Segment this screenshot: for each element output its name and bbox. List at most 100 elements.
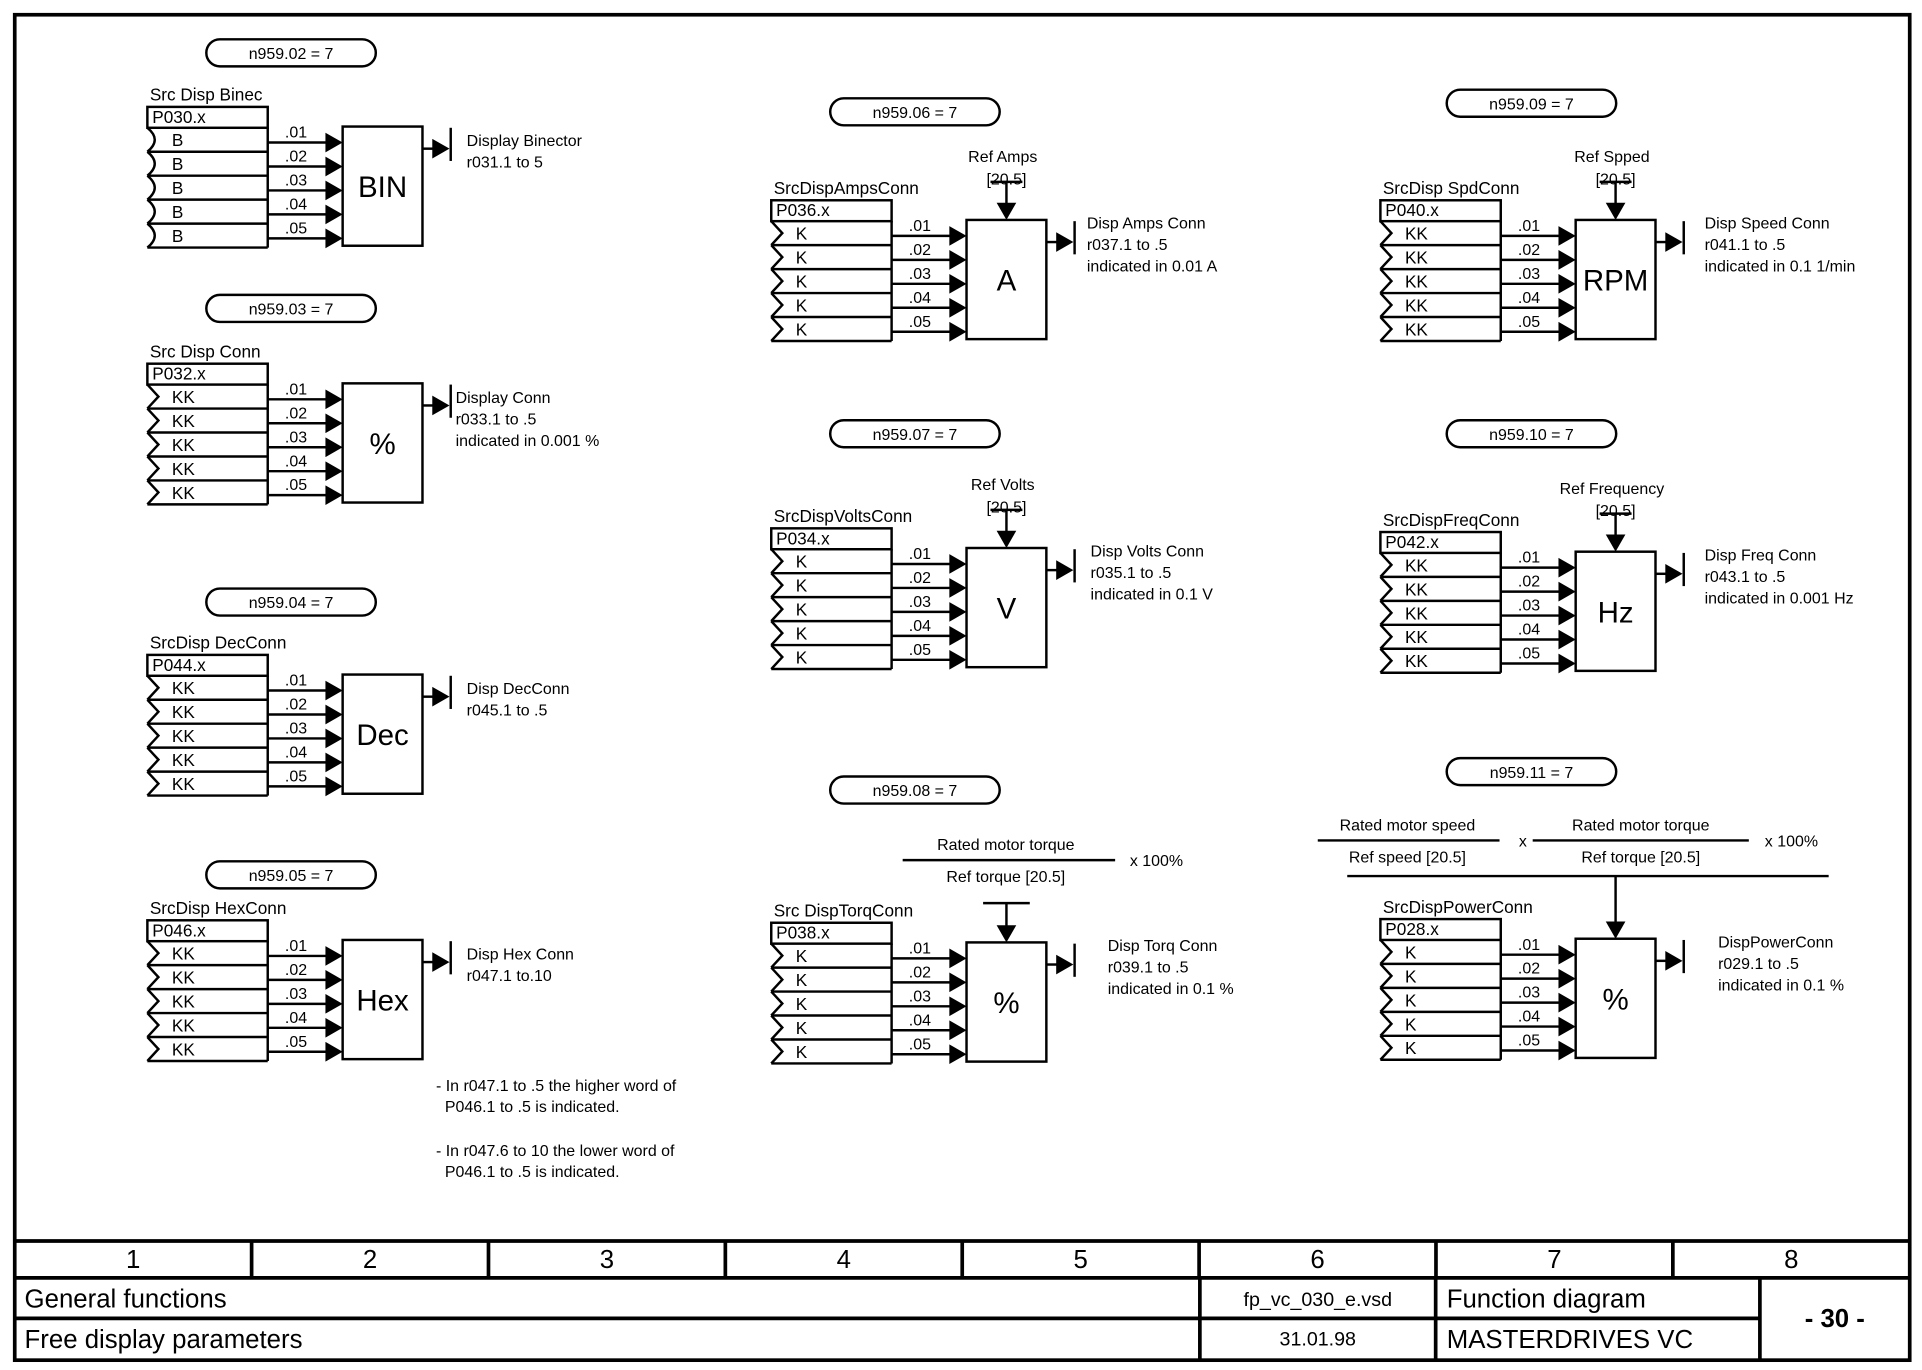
connector-connector-icon	[1379, 1011, 1394, 1037]
connector-connector-icon	[1379, 244, 1394, 270]
input-index-label: .03	[285, 986, 307, 1003]
connector-connector-icon	[770, 244, 784, 270]
parameter-box[interactable]	[770, 199, 893, 223]
input-type-label: KK	[1405, 603, 1428, 623]
binector-connector-icon	[146, 222, 156, 249]
parameter-box[interactable]	[146, 362, 269, 386]
arrowhead-icon	[949, 602, 967, 622]
parameter-value-pill[interactable]	[205, 293, 378, 324]
function-symbol: %	[369, 428, 395, 461]
function-symbol: V	[997, 593, 1017, 626]
arrowhead-icon	[325, 156, 343, 177]
input-type-label: KK	[172, 1015, 195, 1035]
sheet-border	[12, 12, 1912, 1363]
parameter-box[interactable]	[146, 919, 269, 943]
parameter-value-pill[interactable]	[1445, 756, 1618, 787]
input-index-label: .03	[1518, 985, 1540, 1002]
arrowhead-icon	[1558, 992, 1576, 1013]
function-symbol: A	[997, 265, 1017, 298]
source-title: Src Disp Binec	[150, 85, 263, 105]
display-block-v: n959.07 = 7SrcDispVoltsConnP034.xK.01K.0…	[770, 418, 1213, 671]
parameter-value-pill[interactable]	[205, 860, 378, 890]
input-index-label: .02	[909, 570, 931, 587]
input-index-label: .05	[285, 768, 307, 785]
arrowhead-icon	[949, 250, 967, 270]
parameter-box[interactable]	[146, 653, 269, 678]
function-symbol: RPM	[1583, 265, 1648, 298]
connector-connector-icon	[770, 268, 784, 294]
reference-label: Ref Frequency	[1560, 481, 1665, 498]
output-description: r043.1 to .5	[1705, 569, 1786, 586]
input-type-label: K	[1405, 966, 1417, 986]
connector-connector-icon	[770, 966, 784, 993]
connector-connector-icon	[146, 988, 161, 1014]
arrowhead-icon	[325, 776, 343, 797]
input-type-label: KK	[172, 944, 195, 964]
input-type-label: K	[1405, 990, 1417, 1010]
input-index-label: .03	[909, 594, 931, 611]
input-type-label: KK	[1405, 579, 1428, 599]
parameter-box[interactable]	[770, 921, 893, 945]
input-index-label: .03	[909, 266, 931, 283]
arrowhead-icon	[325, 680, 343, 701]
input-index-label: .01	[1518, 937, 1540, 954]
parameter-name: P046.x	[152, 920, 206, 940]
input-index-label: .02	[1518, 961, 1540, 978]
connector-connector-icon	[770, 1014, 784, 1041]
parameter-value-pill[interactable]	[828, 418, 1001, 449]
note-line: P046.1 to .5 is indicated.	[436, 1164, 620, 1181]
formula-factor: x 100%	[1130, 853, 1183, 870]
connector-connector-icon	[770, 572, 784, 598]
connector-connector-icon	[146, 698, 161, 725]
connector-connector-icon	[1379, 220, 1394, 246]
input-type-label: K	[796, 272, 808, 292]
source-title: SrcDisp SpdConn	[1383, 178, 1520, 198]
input-index-label: .04	[285, 196, 307, 213]
output-description: r045.1 to .5	[467, 703, 548, 720]
parameter-value-pill[interactable]	[205, 38, 378, 68]
arrowhead-icon	[325, 204, 343, 225]
input-index-label: .02	[285, 697, 307, 714]
binector-connector-icon	[146, 126, 156, 153]
parameter-box[interactable]	[770, 527, 893, 551]
input-type-label: KK	[1405, 295, 1428, 315]
arrowhead-icon	[1558, 321, 1576, 342]
connector-connector-icon	[1379, 1034, 1394, 1061]
parameter-box[interactable]	[146, 105, 269, 130]
function-symbol: BIN	[358, 171, 407, 204]
parameter-box[interactable]	[1379, 530, 1502, 555]
function-block	[965, 218, 1048, 341]
input-index-label: .04	[909, 618, 931, 635]
parameter-value-pill[interactable]	[1445, 88, 1618, 118]
connector-connector-icon	[146, 746, 161, 773]
arrowhead-icon	[325, 752, 343, 773]
arrowhead-icon	[1056, 560, 1074, 580]
output-description: Disp Freq Conn	[1705, 547, 1817, 564]
arrowhead-icon	[1605, 534, 1626, 552]
parameter-value-pill[interactable]	[1445, 418, 1618, 449]
function-block	[1574, 218, 1657, 341]
arrowhead-icon	[996, 202, 1017, 220]
input-type-label: K	[796, 224, 808, 244]
connector-connector-icon	[770, 942, 784, 969]
page-number: - 30 -	[1805, 1305, 1865, 1333]
output-description: Disp DecConn	[467, 681, 570, 698]
document-type: Function diagram	[1447, 1285, 1646, 1313]
connector-connector-icon	[770, 596, 784, 622]
pill-label: n959.10 = 7	[1489, 427, 1574, 444]
parameter-box[interactable]	[1379, 917, 1502, 942]
subject-title: Free display parameters	[25, 1326, 303, 1354]
parameter-value-pill[interactable]	[205, 587, 378, 617]
arrowhead-icon	[325, 461, 343, 482]
parameter-value-pill[interactable]	[828, 97, 1001, 127]
reference-label: Ref Volts	[971, 477, 1035, 494]
chapter-title: General functions	[25, 1285, 227, 1313]
arrowhead-icon	[949, 321, 967, 342]
parameter-value-pill[interactable]	[828, 775, 1001, 805]
parameter-box[interactable]	[1379, 199, 1502, 223]
function-symbol: Dec	[356, 719, 408, 752]
input-type-label: K	[796, 552, 808, 572]
parameter-name: P040.x	[1385, 200, 1439, 220]
connector-connector-icon	[1379, 576, 1394, 602]
parameter-name: P042.x	[1385, 532, 1439, 552]
